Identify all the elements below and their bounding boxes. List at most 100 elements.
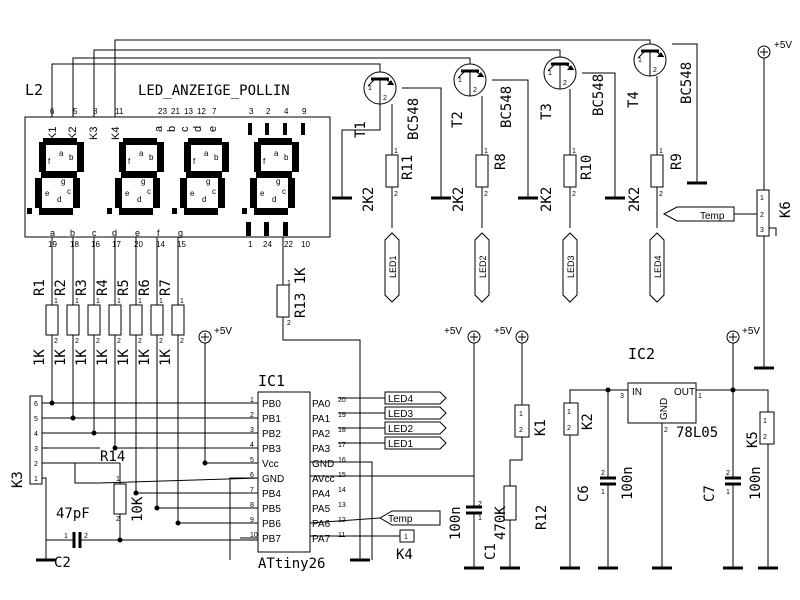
svg-text:6: 6 (34, 401, 38, 408)
decimal-point (27, 208, 32, 214)
digit-label: K2 (67, 127, 79, 140)
pin-number: 1 (458, 77, 462, 84)
svg-text:1: 1 (96, 298, 100, 305)
temp-label: Temp (700, 211, 725, 222)
display-name: LED_ANZEIGE_POLLIN (138, 83, 290, 99)
segment-letter: a (139, 149, 144, 158)
segment-bar (119, 142, 126, 172)
led-net-port (562, 232, 578, 303)
svg-text:1: 1 (567, 409, 571, 416)
display-top-pin: 7 (212, 107, 217, 116)
bottom-seg-label: c (92, 228, 97, 238)
svg-text:1: 1 (117, 298, 121, 305)
k1-ref: K1 (533, 419, 549, 436)
pin-number: 2 (563, 80, 567, 87)
ic1-pin-number: 5 (250, 457, 254, 464)
svg-text:IN: IN (632, 387, 642, 398)
led-net-port (384, 421, 447, 435)
display-top-pin: 12 (197, 107, 206, 116)
display-top-pin: 13 (184, 107, 193, 116)
bottom-seg-label: d (112, 228, 117, 238)
transistor-wires (332, 43, 707, 200)
ic1-pin-name: Vcc (262, 459, 279, 470)
display-mark (248, 123, 252, 135)
transistor-symbol: 12 (363, 71, 397, 105)
led-net-label: LED4 (653, 255, 663, 278)
svg-text:5: 5 (34, 416, 38, 423)
segment-resistor-ref: R2 (53, 279, 69, 296)
display-right-pin: 22 (284, 240, 293, 249)
segment-bar (184, 208, 218, 215)
display-top-pin: 9 (302, 107, 307, 116)
c7-ref: C7 (702, 485, 718, 502)
bottom-seg-label: a (50, 228, 55, 238)
segment-letter: a (274, 149, 279, 158)
display-bottom-pin: 19 (48, 240, 57, 249)
k5-ref: K5 (745, 431, 761, 448)
ic1-pin-name: PA6 (312, 519, 331, 530)
segment-letter: f (193, 157, 196, 166)
k6-ref: K6 (778, 201, 794, 218)
digit-label: K1 (47, 127, 59, 140)
svg-text:1: 1 (572, 148, 576, 155)
svg-text:2: 2 (34, 461, 38, 468)
led-net-label: LED3 (388, 409, 413, 420)
ic1-pin-name: PB4 (262, 489, 281, 500)
svg-text:2: 2 (601, 470, 605, 477)
display-top-pin: 4 (284, 107, 289, 116)
display-right-pin: 24 (263, 240, 272, 249)
svg-text:1: 1 (159, 298, 163, 305)
svg-text:1: 1 (287, 280, 291, 287)
segment-letter: e (190, 189, 195, 198)
segment-bar (254, 208, 288, 215)
base-res-ref: R11 (400, 155, 416, 180)
led-net-label: LED4 (388, 394, 413, 405)
top-seg-label: e (207, 126, 219, 132)
segment-resistor-value: 1K (95, 349, 111, 366)
segment-letter: e (260, 189, 265, 198)
svg-text:2: 2 (287, 320, 291, 327)
svg-text:+5V: +5V (214, 326, 232, 337)
c2-value: 47pF (56, 506, 90, 522)
svg-text:1: 1 (64, 533, 68, 540)
segment-resistor-value: 1K (116, 349, 132, 366)
c6-value: 100n (620, 466, 636, 500)
ic1-pin-name: PA0 (312, 399, 331, 410)
segment-bar (222, 142, 229, 172)
ic1-pin-name: GND (312, 459, 334, 470)
base-res-value: 2K2 (361, 187, 377, 212)
base-res-value: 2K2 (451, 187, 467, 212)
svg-text:3: 3 (34, 446, 38, 453)
pin-number: 1 (368, 85, 372, 92)
segment-bar (288, 178, 295, 208)
display-right-pin: 10 (301, 240, 310, 249)
segment-resistor-value: 1K (158, 349, 174, 366)
svg-text:1: 1 (726, 489, 730, 496)
svg-text:2: 2 (567, 425, 571, 432)
svg-text:2: 2 (96, 338, 100, 345)
segment-letter: f (263, 157, 266, 166)
transistor-type: BC548 (679, 62, 695, 104)
digit-label: K4 (110, 127, 122, 140)
segment-letter: d (137, 195, 141, 204)
ic1-pin-number: 6 (250, 472, 254, 479)
svg-text:+5V: +5V (742, 326, 760, 337)
display-top-pin: 3 (249, 107, 254, 116)
segment-letter: c (282, 187, 286, 196)
transistor-ref: T4 (626, 91, 642, 108)
ic1-pin-number: 7 (250, 487, 254, 494)
decimal-point (242, 208, 247, 214)
segment-bar (41, 171, 77, 178)
base-res-ref: R8 (493, 153, 509, 170)
segment-bar (157, 142, 164, 172)
display-mark (283, 123, 287, 135)
svg-text:1: 1 (75, 298, 79, 305)
